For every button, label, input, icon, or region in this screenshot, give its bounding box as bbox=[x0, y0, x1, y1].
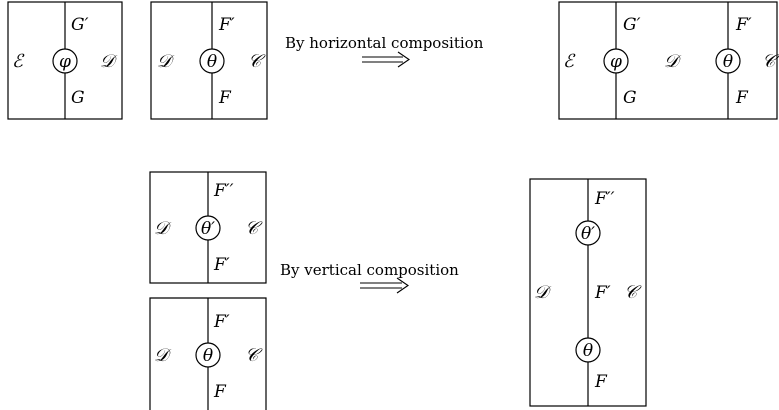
diagram-theta-lower-bottom-wire-label: F bbox=[213, 382, 227, 402]
diagram-phi-node-label: φ bbox=[59, 52, 71, 72]
vertical-result-right-region: 𝒞 bbox=[624, 282, 642, 303]
diagram-phi-node bbox=[52, 48, 78, 74]
diagram-theta: θ 𝒟 𝒞 F′ F bbox=[150, 1, 268, 120]
diagram-theta-prime-bottom-wire-label: F′ bbox=[213, 255, 230, 275]
horizontal-result-right-region: 𝒞 bbox=[762, 51, 779, 72]
vertical-result-diagram: θ′ θ 𝒟 𝒞 F′′ F′ F bbox=[529, 178, 647, 407]
diagram-theta-lower: θ 𝒟 𝒞 F′ F bbox=[149, 297, 267, 410]
diagram-theta-lower-top-wire-label: F′ bbox=[213, 312, 230, 332]
vertical-result-bottom-node-label: θ bbox=[583, 341, 593, 361]
horizontal-implies-arrow bbox=[362, 51, 410, 68]
horizontal-result-node-2-top-label: F′ bbox=[735, 15, 752, 35]
vertical-result-left-region: 𝒟 bbox=[534, 282, 552, 303]
horizontal-result-diagram: φ θ ℰ 𝒟 𝒞 G′ G F′ F bbox=[558, 1, 779, 120]
diagram-phi-bottom-wire-label: G bbox=[71, 88, 85, 108]
diagram-theta-bottom-wire-label: F bbox=[218, 88, 232, 108]
diagram-theta-lower-left-region: 𝒟 bbox=[154, 345, 172, 366]
horizontal-result-node-1 bbox=[603, 48, 629, 74]
diagram-theta-prime-node-label: θ′ bbox=[201, 219, 215, 239]
diagram-theta-prime: θ′ 𝒟 𝒞 F′′ F′ bbox=[149, 171, 267, 284]
diagram-phi-left-region: ℰ bbox=[12, 51, 25, 72]
diagram-theta-lower-right-region: 𝒞 bbox=[245, 345, 263, 366]
horizontal-result-node-1-bottom-label: G bbox=[623, 88, 637, 108]
vertical-implies-arrow bbox=[360, 277, 409, 294]
diagram-phi: φ ℰ 𝒟 G′ G bbox=[7, 1, 123, 120]
vertical-result-bottom-wire-label: F bbox=[594, 372, 608, 392]
horizontal-result-node-2 bbox=[715, 48, 741, 74]
diagram-phi-right-region: 𝒟 bbox=[100, 51, 118, 72]
vertical-result-top-wire-label: F′′ bbox=[594, 189, 615, 209]
diagram-phi-top-wire-label: G′ bbox=[71, 15, 89, 35]
horizontal-result-frame bbox=[558, 1, 778, 120]
vertical-result-top-node bbox=[575, 220, 601, 246]
diagram-theta-lower-node bbox=[195, 342, 221, 368]
diagram-theta-node-label: θ bbox=[207, 52, 217, 72]
diagram-theta-left-region: 𝒟 bbox=[157, 51, 175, 72]
diagram-theta-frame bbox=[150, 1, 268, 120]
horizontal-result-left-region: ℰ bbox=[563, 51, 576, 72]
diagram-theta-right-region: 𝒞 bbox=[248, 51, 266, 72]
diagram-theta-prime-top-wire-label: F′′ bbox=[213, 181, 234, 201]
horizontal-composition-caption: By horizontal composition bbox=[285, 34, 484, 52]
vertical-composition-caption: By vertical composition bbox=[280, 261, 459, 279]
vertical-result-bottom-node bbox=[575, 337, 601, 363]
diagram-theta-lower-node-label: θ bbox=[203, 346, 213, 366]
vertical-result-middle-wire-label: F′ bbox=[594, 283, 611, 303]
diagram-theta-top-wire-label: F′ bbox=[218, 15, 235, 35]
horizontal-result-node-1-label: φ bbox=[610, 52, 622, 72]
horizontal-result-middle-region: 𝒟 bbox=[664, 51, 682, 72]
diagram-theta-prime-right-region: 𝒞 bbox=[245, 218, 263, 239]
vertical-result-top-node-label: θ′ bbox=[581, 224, 595, 244]
diagram-theta-prime-left-region: 𝒟 bbox=[154, 218, 172, 239]
horizontal-result-node-1-top-label: G′ bbox=[623, 15, 641, 35]
diagram-theta-node bbox=[199, 48, 225, 74]
horizontal-result-node-2-bottom-label: F bbox=[735, 88, 749, 108]
horizontal-result-node-2-label: θ bbox=[723, 52, 733, 72]
diagram-theta-prime-node bbox=[195, 215, 221, 241]
